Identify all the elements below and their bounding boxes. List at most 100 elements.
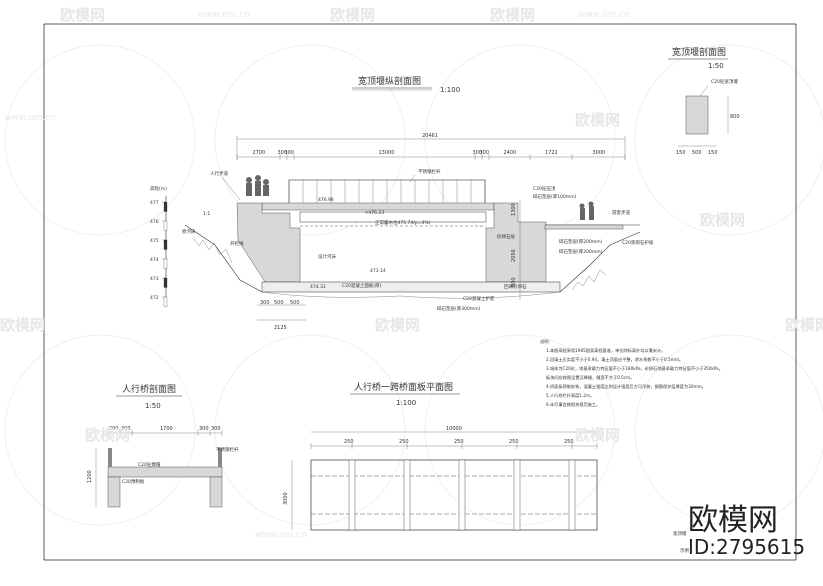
ruler-tick-477: 477 [150, 200, 159, 206]
crest-dim-3: 150 [708, 150, 718, 156]
wm-site-2: www.om.cn [578, 10, 630, 20]
note-7: 6.未尽事宜按相关规范施工。 [546, 401, 600, 408]
dim-row2-1: 300 [278, 150, 288, 156]
dim-row2-2: 300 [285, 150, 295, 156]
title-sheet: 示例 [680, 547, 689, 554]
label-left-sidewalk: 人行步道 [210, 170, 228, 177]
plan-outline [310, 459, 598, 531]
dim-bottom-4: 2125 [274, 325, 287, 331]
label-backfill: 回填砂卵石 [504, 283, 527, 290]
crest-dim-1: 150 [676, 150, 686, 156]
plan-dim-total: 10000 [446, 426, 462, 432]
ruler-tick-474: 474 [150, 257, 159, 263]
notes-block: 说明： 1.本图高程采用1985国家高程基准，单位除标高外均以毫米计。 2.回填… [540, 338, 723, 408]
ruler-tick-476: 476 [150, 219, 159, 225]
label-bedding: 碎石垫层(厚300mm) [437, 305, 481, 312]
title-drawing-name: 宽顶堰 [673, 530, 687, 537]
wm-brand-main: 欧模网 [688, 503, 778, 538]
dim-right-1: 1300 [511, 203, 517, 216]
plan-dim-1: 250 [399, 439, 409, 445]
dim-row2-0: 2700 [253, 150, 266, 156]
label-open-channel: 开挖线 [230, 240, 244, 247]
wm-brand-2: 欧模网 [330, 6, 375, 24]
ruler-tick-475: 475 [150, 238, 159, 244]
wm-site-4: www.om.cn [255, 530, 307, 540]
note-5: 4.桥面板预制安装，混凝土强度达到设计强度后方可吊装，钢筋保护层厚度为30mm。 [546, 383, 706, 390]
label-crest: ▽476.23 [365, 210, 384, 216]
title-block: 宽顶堰 示例 [673, 530, 689, 554]
note-6: 5.人行桥栏杆高度1.2m。 [546, 392, 594, 399]
wm-brand-5: 欧模网 [700, 211, 745, 229]
footbridge-deck [107, 466, 223, 478]
fb-dim-1: 300 [121, 426, 131, 432]
footbridge-plan-title: 人行桥一跨桥面板平面图 [354, 381, 453, 393]
note-1: 1.本图高程采用1985国家高程基准，单位除标高外均以毫米计。 [546, 347, 665, 354]
label-apron: C20混凝土护底 [463, 295, 495, 302]
label-water-level: 正常蓄水位475.74(p=4%) [375, 219, 431, 226]
note-3: 3.堰体为C20砼，地基承载力特征值不小于180kPa，砂卵石地基承载力特征值不… [546, 365, 723, 372]
crest-block [685, 95, 709, 135]
label-c20-curb: C20砼压顶 [533, 185, 556, 192]
footbridge-label-cap: C20砼墩帽 [138, 461, 161, 468]
label-c20-wall: C20浆砌石护坡 [622, 239, 654, 246]
footbridge-section-scale: 1:50 [145, 402, 161, 410]
label-design-bed: 设计河床 [318, 253, 336, 260]
crest-section-title: 宽顶堰剖面图 [672, 46, 726, 58]
label-sand-layer: 砂卵石层 [497, 233, 515, 240]
railing-left [108, 448, 112, 467]
crest-section-view: 宽顶堰剖面图 1:50 C20砼宽顶堰 150 500 150 800 [668, 46, 740, 156]
ruler-title: 高程(m) [150, 185, 167, 192]
railing-right [218, 448, 222, 467]
dim-bottom-2: 500 [274, 300, 284, 306]
wm-brand-10: 欧模网 [575, 426, 620, 444]
dim-row2-8: 3000 [593, 150, 606, 156]
label-gravel-bed: 碎石垫层(厚100mm) [533, 193, 577, 200]
footbridge-dim-height: 1200 [87, 470, 93, 483]
wm-brand-1: 欧模网 [60, 6, 105, 24]
elev-473-14: 473.14 [370, 268, 386, 274]
wm-site-1: www.om.cn [198, 10, 250, 20]
dim-bottom-3: 500 [290, 300, 300, 306]
elevation-scale: 1:100 [440, 86, 460, 94]
dim-overall: 20461 [422, 133, 438, 139]
plan-dim-2: 250 [454, 439, 464, 445]
plan-dim-0: 250 [344, 439, 354, 445]
deck-slab [261, 202, 495, 211]
dim-row2-7: 1721 [545, 150, 558, 156]
dim-right-2: 2056 [511, 249, 517, 262]
wm-brand-7: 欧模网 [0, 316, 45, 334]
wm-brand-3: 欧模网 [490, 6, 535, 24]
crest-section-scale: 1:50 [708, 62, 724, 70]
ruler-tick-472: 472 [150, 295, 159, 301]
fb-dim-3: 300 [199, 426, 209, 432]
footbridge-section-title: 人行桥剖面图 [122, 383, 176, 395]
label-right-sidewalk: 游客步道 [612, 209, 630, 216]
wm-brand-4: 欧模网 [575, 111, 620, 129]
note-2: 2.回填土压实度不小于0.94，填土顶面应平整，渗水系数不小于0.5m/d。 [546, 356, 683, 363]
label-slab: C20混凝土面板(厚) [342, 282, 382, 289]
people-figures [246, 175, 594, 220]
dim-row2-3: 13000 [379, 150, 395, 156]
fb-dim-4: 300 [211, 426, 221, 432]
notes-heading: 说明： [540, 338, 553, 345]
footbridge-pier-left [107, 476, 121, 508]
elev-474-31: 474.31 [310, 284, 326, 290]
dim-bottom-1: 300 [260, 300, 270, 306]
wm-site-3: www.om.cn [4, 113, 56, 123]
elevation-title: 宽顶堰纵剖面图 [358, 75, 421, 87]
crest-dim-2: 500 [692, 150, 702, 156]
plan-dim-width: 3000 [283, 492, 289, 505]
label-slope: 1:1 [203, 211, 210, 217]
dim-row2-4: 300 [473, 150, 483, 156]
label-gravel-cushion-2: 碎石垫层(厚200mm) [559, 248, 603, 255]
wm-brand-6: 欧模网 [375, 316, 420, 334]
elev-476-98: 476.98 [318, 197, 334, 203]
note-4: 板块间应按图设置沉降缝，缝宽不大于0.5cm。 [546, 374, 634, 381]
crest-label: C20砼宽顶堰 [711, 78, 738, 85]
